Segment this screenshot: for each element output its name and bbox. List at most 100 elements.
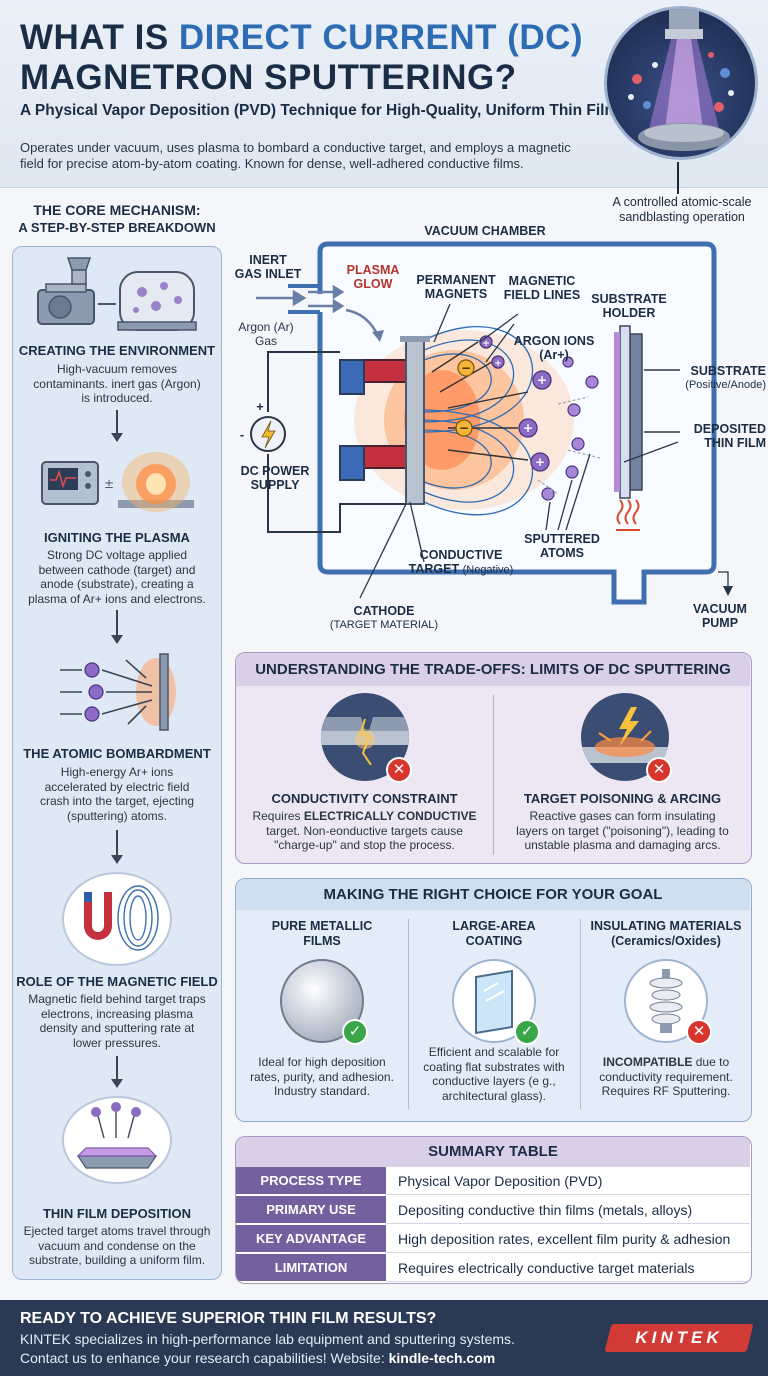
ion-charge-symbol: + [537, 373, 547, 387]
sputtering-hero-illustration [604, 6, 758, 160]
ion-charge-symbol: + [494, 359, 502, 369]
hero-caption: A controlled atomic-scale sandblasting o… [612, 195, 752, 224]
cathode-label: CATHODE (TARGET MATERIAL) [329, 604, 439, 631]
flow-arrow [111, 1056, 123, 1088]
kintek-logo-text: KINTEK [635, 1328, 723, 1347]
option-2-description: Efficient and scalable for coating flat … [423, 1045, 565, 1103]
electron-charge-symbol: − [461, 361, 471, 375]
conductivity-constraint-icon [321, 693, 409, 781]
summary-heading: SUMMARY TABLE [236, 1137, 750, 1167]
tradeoff-2-title: TARGET POISONING & ARCING [523, 791, 722, 806]
glass-pane-icon [452, 959, 536, 1043]
ceramic-insulator-icon [624, 959, 708, 1043]
page-title-line1: WHAT IS DIRECT CURRENT (DC) [20, 18, 584, 57]
page-title-line2: MAGNETRON SPUTTERING? [20, 58, 517, 97]
thin-film-deposition-icon [62, 1096, 172, 1184]
divider [493, 695, 494, 855]
ion-bombardment-icon [56, 650, 186, 739]
vacuum-chamber-diagram: + + + + + − − [228, 232, 768, 647]
table-row-value: Depositing conductive thin films (metals… [386, 1196, 750, 1224]
summary-table: SUMMARY TABLE PROCESS TYPE Physical Vapo… [235, 1136, 752, 1284]
footer-heading: READY TO ACHIEVE SUPERIOR THIN FILM RESU… [20, 1310, 437, 1327]
option-3-title: INSULATING MATERIALS(Ceramics/Oxides) [590, 919, 742, 948]
footer-line-1: KINTEK specializes in high-performance l… [20, 1331, 515, 1347]
electron [455, 419, 473, 437]
step-2-description: Strong DC voltage applied between cathod… [28, 548, 206, 606]
step-4-title: ROLE OF THE MAGNETIC FIELD [16, 974, 218, 989]
divider [408, 919, 409, 1109]
error-x-icon: ✕ [686, 1019, 712, 1045]
pump-and-chamber-icon [32, 256, 202, 341]
error-x-icon: ✕ [386, 757, 412, 783]
vacuum-chamber-label: VACUUM CHAMBER [424, 224, 546, 238]
table-row-key: KEY ADVANTAGE [236, 1225, 386, 1253]
step-1-description: High-vacuum removes contaminants. inert … [33, 362, 201, 405]
table-row-value: Requires electrically conductive target … [386, 1254, 750, 1282]
option-1-description: Ideal for high deposition rates, purity,… [250, 1055, 394, 1098]
electron-charge-symbol: − [459, 421, 469, 435]
choice-panel: MAKING THE RIGHT CHOICE FOR YOUR GOAL PU… [235, 878, 752, 1122]
error-x-icon: ✕ [646, 757, 672, 783]
argon-ion [532, 370, 552, 390]
ion-charge-symbol: + [482, 339, 490, 349]
table-row-key: PRIMARY USE [236, 1196, 386, 1224]
flow-arrow [111, 410, 123, 442]
hero-caption-pointer [677, 162, 679, 194]
argon-gas-label: Argon (Ar)Gas [238, 320, 294, 348]
step-5-description: Ejected target atoms travel through vacu… [23, 1224, 211, 1267]
check-icon: ✓ [514, 1019, 540, 1045]
divider [580, 919, 581, 1109]
magnet-field-icon [62, 872, 172, 966]
option-3-description: INCOMPATIBLE due to conductivity require… [599, 1055, 733, 1098]
intro-text: Operates under vacuum, uses plasma to bo… [20, 140, 571, 171]
argon-ion [530, 452, 550, 472]
footer-line-2: Contact us to enhance your research capa… [20, 1350, 496, 1366]
positive-terminal: + [256, 400, 264, 414]
check-icon: ✓ [342, 1019, 368, 1045]
tradeoffs-heading: UNDERSTANDING THE TRADE-OFFS: LIMITS OF … [236, 653, 750, 686]
flow-arrow [111, 830, 123, 864]
step-1-title: CREATING THE ENVIRONMENT [18, 343, 216, 358]
step-4-description: Magnetic field behind target traps elect… [28, 992, 206, 1050]
table-row-key: PROCESS TYPE [236, 1167, 386, 1195]
argon-ion [491, 355, 505, 369]
website-link[interactable]: kindle-tech.com [388, 1350, 496, 1366]
table-row-key: LIMITATION [236, 1254, 386, 1282]
tradeoff-1-description: Requires ELECTRICALLY CONDUCTIVE target.… [252, 809, 477, 852]
tradeoff-1-title: CONDUCTIVITY CONSTRAINT [271, 791, 458, 806]
step-2-title: IGNITING THE PLASMA [44, 530, 190, 545]
page-subtitle: A Physical Vapor Deposition (PVD) Techni… [20, 102, 627, 119]
target-poisoning-icon [581, 693, 669, 781]
svg-text:±: ± [104, 477, 114, 491]
mechanism-heading-line1: THE CORE MECHANISM: [33, 202, 201, 218]
table-row-value: Physical Vapor Deposition (PVD) [386, 1167, 750, 1195]
power-supply-and-plasma-icon: ± [38, 448, 198, 529]
electron [457, 359, 475, 377]
ion-charge-symbol: + [523, 421, 533, 435]
negative-terminal: - [239, 428, 245, 442]
substrate-label: SUBSTRATE (Positive/Anode) [685, 364, 766, 391]
step-5-title: THIN FILM DEPOSITION [42, 1206, 192, 1221]
step-3-title: THE ATOMIC BOMBARDMENT [23, 746, 211, 761]
conductive-target-label: CONDUCTIVE TARGET (Negative) [408, 548, 514, 576]
tradeoffs-panel: UNDERSTANDING THE TRADE-OFFS: LIMITS OF … [235, 652, 752, 864]
flow-arrow [111, 610, 123, 644]
step-3-description: High-energy Ar+ ions accelerated by elec… [39, 765, 195, 823]
argon-ion [518, 418, 538, 438]
table-row-value: High deposition rates, excellent film pu… [386, 1225, 750, 1253]
argon-ions-label: ARGON IONS(Ar+) [513, 334, 595, 362]
mechanism-heading-line2: A STEP-BY-STEP BREAKDOWN [18, 220, 216, 235]
tradeoff-2-description: Reactive gases can form insulating layer… [516, 809, 729, 852]
choice-heading: MAKING THE RIGHT CHOICE FOR YOUR GOAL [236, 879, 750, 910]
